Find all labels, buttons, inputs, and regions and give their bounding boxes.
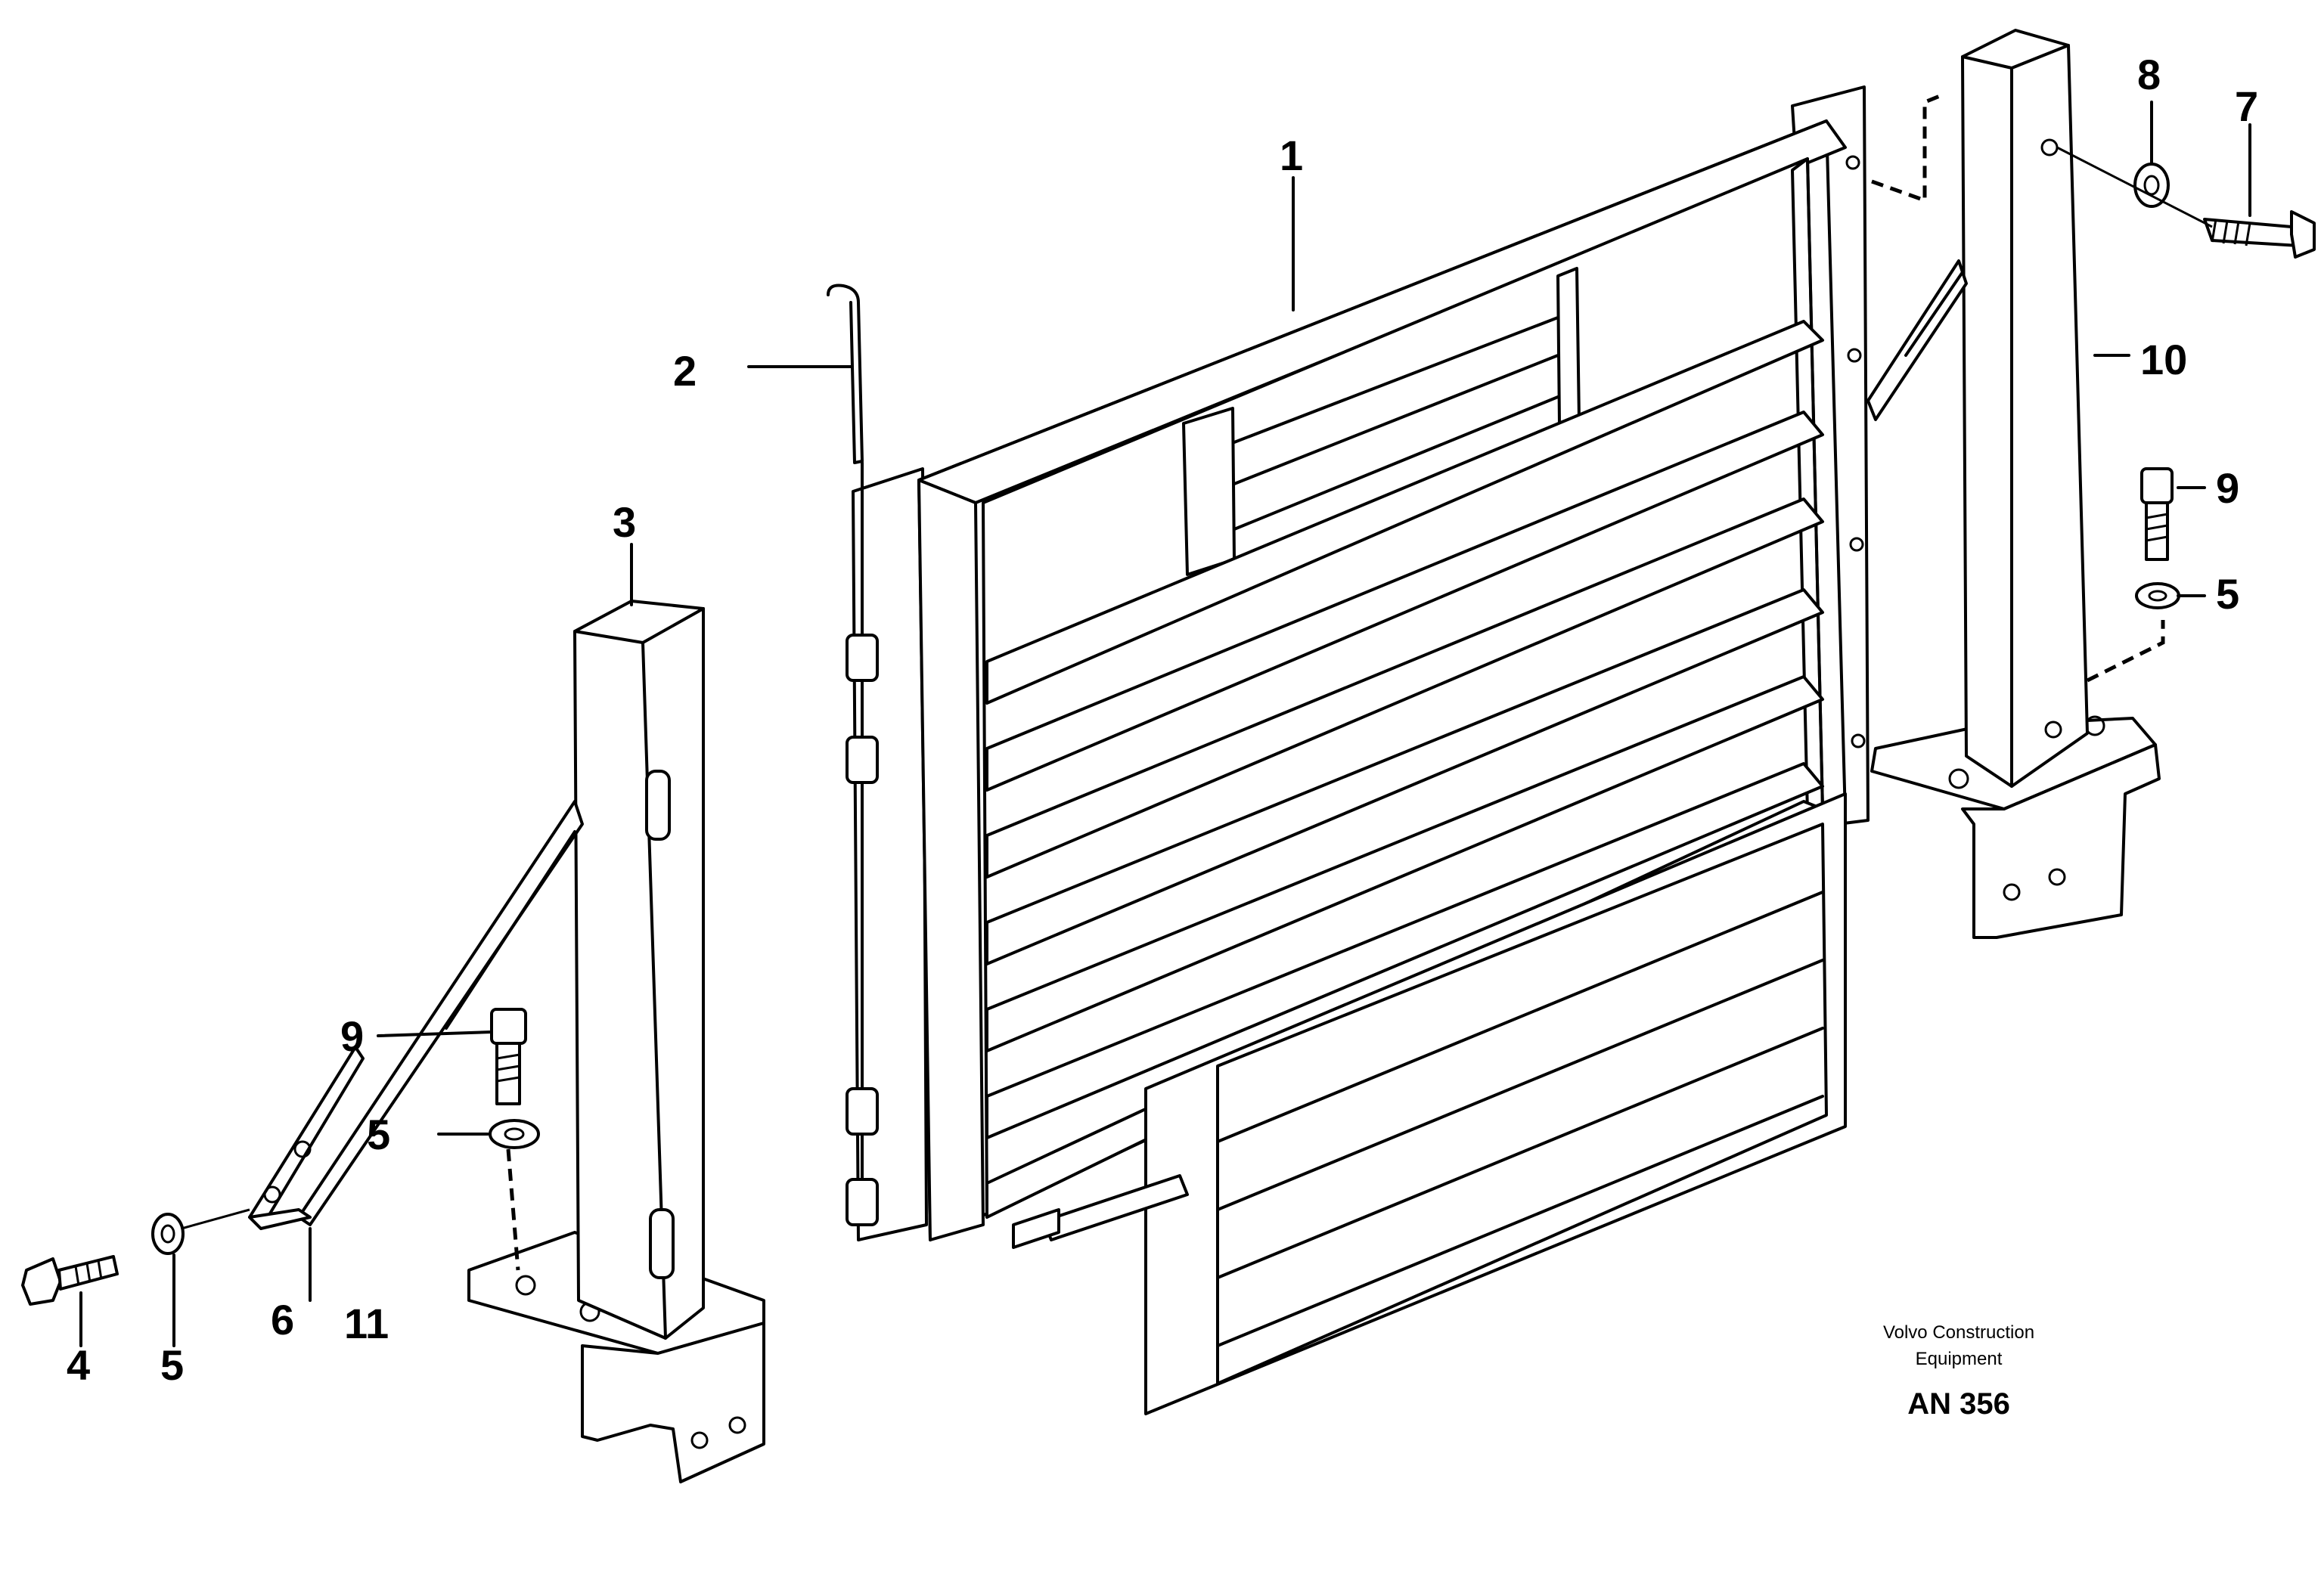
- fastener-axis-dashed: [506, 1148, 520, 1271]
- washer-part-8: [2133, 163, 2170, 208]
- louvre-grille-part-1: [852, 85, 1870, 1415]
- bolt-part-4: [21, 1255, 119, 1306]
- callout-4: 4: [67, 1341, 90, 1389]
- bolt-part-9-right: [2140, 467, 2174, 561]
- left-post-part-3: [297, 600, 765, 1483]
- hinge-rod-part-2: [827, 284, 879, 1226]
- credit-line-2: Equipment: [1916, 1349, 2003, 1369]
- callout-5-left: 5: [367, 1111, 390, 1158]
- callout-9-left: 9: [340, 1012, 364, 1060]
- callout-8: 8: [2137, 51, 2161, 98]
- callout-6: 6: [271, 1296, 294, 1343]
- callout-3: 3: [613, 498, 636, 546]
- callout-5-bottom: 5: [160, 1341, 184, 1389]
- fastener-axis-line: [2056, 146, 2213, 228]
- callout-10: 10: [2140, 336, 2187, 383]
- fastener-axis-line-left: [181, 1208, 250, 1230]
- bracket-part-6: [248, 1046, 365, 1230]
- bolt-part-7: [2203, 210, 2316, 259]
- callout-5-right: 5: [2216, 570, 2239, 618]
- callout-11: 11: [344, 1300, 389, 1347]
- drawing-code: AN 356: [1907, 1387, 2010, 1421]
- callout-2: 2: [673, 347, 697, 395]
- washer-part-5-right: [2135, 582, 2180, 609]
- callout-7: 7: [2235, 82, 2258, 130]
- washer-part-5-bottom: [151, 1213, 185, 1255]
- credit-line-1: Volvo Construction: [1883, 1322, 2034, 1343]
- leader-lines: [79, 101, 2251, 1347]
- bolt-part-9-left: [490, 1008, 527, 1105]
- right-post-part-10: [1866, 29, 2165, 939]
- washer-part-5-left: [489, 1119, 540, 1149]
- callout-1: 1: [1280, 132, 1303, 179]
- callout-9-right: 9: [2216, 464, 2239, 512]
